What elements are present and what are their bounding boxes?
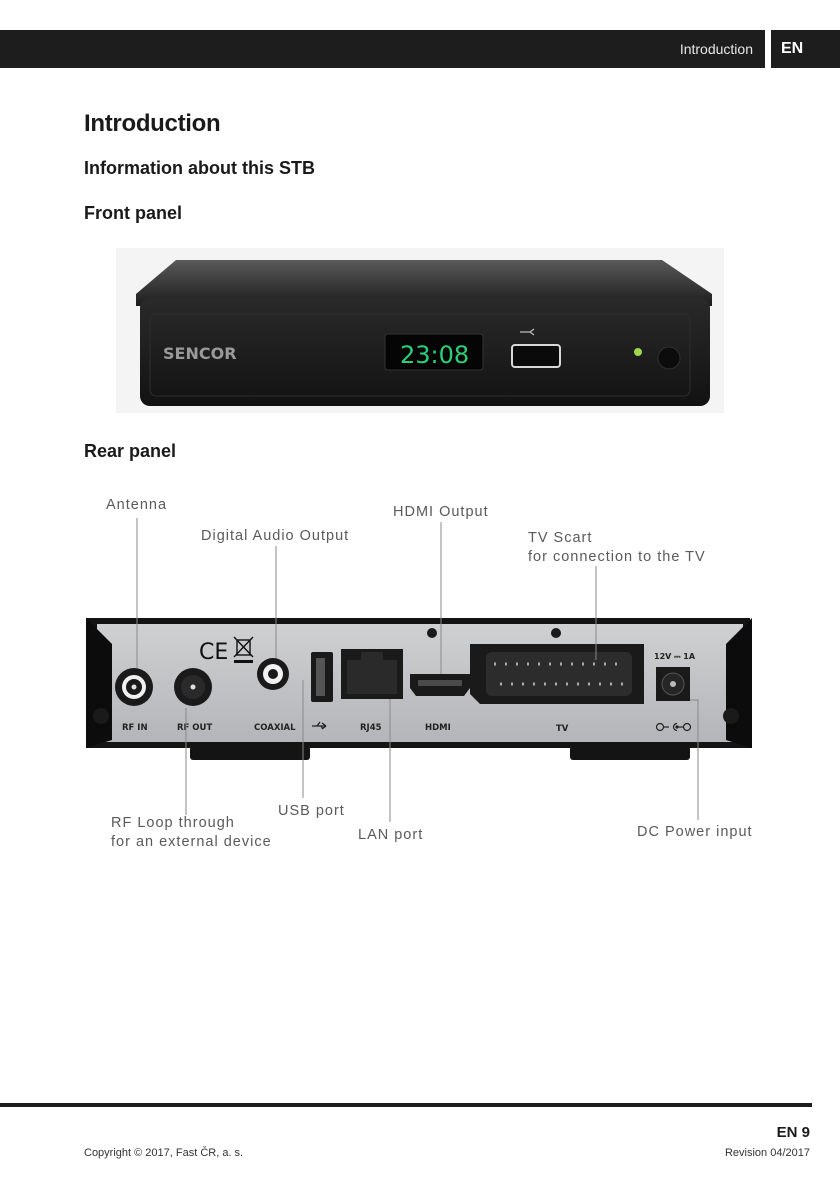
coaxial-label: COAXIAL (254, 723, 296, 733)
front-panel-image: SENCOR 23:08 (116, 248, 724, 413)
callout-hdmi-output: HDMI Output (393, 503, 489, 522)
front-usb-port (512, 345, 560, 367)
callout-antenna: Antenna (106, 496, 167, 515)
rf-out-label: RF OUT (177, 723, 212, 733)
scart-connector (470, 644, 644, 704)
front-panel-heading: Front panel (84, 203, 182, 224)
callout-tv-scart: TV Scart (528, 529, 592, 548)
power-button[interactable] (658, 347, 680, 369)
callout-rf-loop-detail: for an external device (111, 833, 272, 852)
callout-digital-audio: Digital Audio Output (201, 527, 349, 546)
power-rating-label: 12V ⎓ 1A (654, 652, 696, 661)
rf-in-connector (115, 668, 153, 706)
page-number: EN 9 (777, 1124, 810, 1141)
rf-out-connector (174, 668, 212, 706)
rj45-label: RJ45 (360, 723, 382, 733)
front-brand-logo: SENCOR (163, 344, 237, 363)
callout-dc-power: DC Power input (637, 823, 753, 842)
header-bar: Introduction (0, 30, 765, 68)
rear-panel-image: CE RF IN RF OUT COAXIAL RJ45 (0, 600, 840, 770)
coaxial-connector (257, 658, 289, 690)
rj45-port (341, 649, 403, 699)
rear-usb-port (311, 652, 333, 702)
ce-mark: CE (199, 640, 228, 665)
callout-lan-port: LAN port (358, 826, 423, 845)
footer-rule (0, 1103, 812, 1107)
rf-in-label: RF IN (122, 723, 148, 733)
rear-panel-heading: Rear panel (84, 441, 176, 462)
page-title: Introduction (84, 110, 220, 138)
power-led (634, 348, 642, 356)
copyright-text: Copyright © 2017, Fast ČR, a. s. (84, 1147, 243, 1159)
revision-text: Revision 04/2017 (725, 1147, 810, 1159)
callout-tv-scart-detail: for connection to the TV (528, 548, 706, 567)
section-subtitle: Information about this STB (84, 158, 315, 179)
clock-display: 23:08 (400, 341, 469, 369)
callout-usb-port: USB port (278, 802, 345, 821)
hdmi-port (410, 674, 470, 696)
header-section-title: Introduction (680, 41, 753, 57)
hdmi-label: HDMI (425, 723, 451, 733)
tv-label: TV (556, 724, 569, 734)
callout-rf-loop: RF Loop through (111, 814, 235, 833)
dc-power-jack (656, 667, 690, 701)
language-badge: EN (771, 30, 840, 68)
